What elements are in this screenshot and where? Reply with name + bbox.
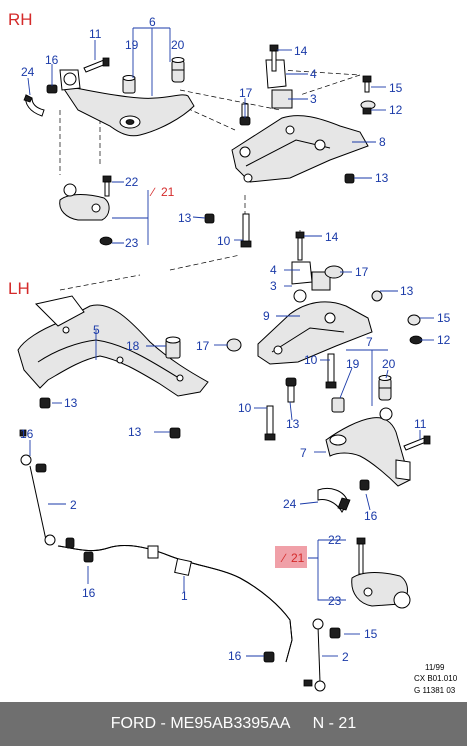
callout: 15 bbox=[364, 627, 378, 641]
rh-bracket-24 bbox=[23, 94, 45, 117]
callout: 17 bbox=[239, 86, 253, 100]
callout: 22 bbox=[125, 175, 139, 189]
stabilizer-link-left bbox=[19, 429, 94, 563]
side-label-lh: LH bbox=[8, 279, 30, 298]
lh-lower-arm bbox=[325, 407, 411, 487]
callout: 15 bbox=[389, 81, 403, 95]
callout: 10 bbox=[238, 401, 252, 415]
callout: 18 bbox=[126, 339, 140, 353]
callout: 14 bbox=[294, 44, 308, 58]
stabilizer-bar bbox=[57, 545, 293, 663]
footer-part-number: ME95AB3395AA bbox=[170, 715, 291, 732]
callout: 21 bbox=[161, 185, 175, 199]
callout: 13 bbox=[400, 284, 414, 298]
callout: 16 bbox=[82, 586, 96, 600]
callout: 19 bbox=[346, 357, 360, 371]
lh-nut-16 bbox=[359, 479, 370, 491]
rh-clamp-bracket bbox=[265, 44, 293, 109]
callout: 3 bbox=[270, 279, 277, 293]
reference-graphic: G 11381 03 bbox=[414, 686, 456, 695]
callout: 11 bbox=[89, 27, 102, 41]
footer-page: N - 21 bbox=[312, 715, 357, 732]
callout: 11 bbox=[414, 417, 427, 431]
stabilizer-link-right bbox=[263, 618, 341, 692]
reference-date: 11/99 bbox=[425, 663, 445, 672]
rh-nut-16 bbox=[46, 84, 58, 94]
callout: 13 bbox=[128, 425, 142, 439]
callout: 16 bbox=[364, 509, 378, 523]
footer-brand: FORD bbox=[110, 715, 157, 732]
callout: 17 bbox=[196, 339, 210, 353]
callout: 15 bbox=[437, 311, 451, 325]
callout: 13 bbox=[178, 211, 192, 225]
callout: 4 bbox=[270, 263, 277, 277]
callout: 16 bbox=[228, 649, 242, 663]
highlight-box bbox=[275, 546, 307, 568]
callout: 3 bbox=[310, 92, 317, 106]
rh-ball-joint bbox=[59, 175, 113, 246]
lh-bolt-11 bbox=[403, 435, 431, 451]
leader-lines bbox=[27, 27, 434, 657]
callout: 14 bbox=[325, 230, 339, 244]
footer-sep-1: - bbox=[156, 715, 171, 732]
callout-21-rh: ∕ bbox=[149, 185, 156, 199]
rh-subframe-mount bbox=[231, 115, 369, 183]
callout: 7 bbox=[366, 335, 373, 349]
callout: 2 bbox=[342, 650, 349, 664]
callout: 13 bbox=[286, 417, 300, 431]
rh-fasteners-15-12 bbox=[360, 75, 376, 115]
lh-clamp-bracket bbox=[291, 231, 344, 291]
callout: 20 bbox=[171, 38, 185, 52]
callout: 19 bbox=[125, 38, 139, 52]
callout: 24 bbox=[21, 65, 35, 79]
suspension-exploded-diagram: RH LH bbox=[8, 10, 458, 695]
callout: 24 bbox=[283, 497, 297, 511]
callout: 1 bbox=[181, 589, 188, 603]
lh-bushing-20 bbox=[378, 375, 392, 401]
callout: 5 bbox=[93, 323, 100, 337]
side-label-rh: RH bbox=[8, 10, 33, 29]
callout: 2 bbox=[70, 498, 77, 512]
footer-bar: FORD - ME95AB3395AA N - 21 bbox=[0, 702, 467, 746]
rh-bushing-19 bbox=[122, 75, 136, 94]
callout: 10 bbox=[217, 234, 231, 248]
footer-sep-2 bbox=[290, 715, 312, 733]
callout: 17 bbox=[355, 265, 369, 279]
callout: 22 bbox=[328, 533, 342, 547]
callout: 12 bbox=[437, 333, 451, 347]
callout: 12 bbox=[389, 103, 403, 117]
callout: 13 bbox=[64, 396, 78, 410]
lh-bushing-19 bbox=[331, 397, 345, 413]
lh-bracket-24 bbox=[317, 488, 351, 513]
lh-bolts-13 bbox=[39, 397, 181, 439]
lh-crossmember bbox=[17, 295, 209, 397]
callout-21-lh: ∕ bbox=[280, 551, 287, 565]
callout: 20 bbox=[382, 357, 396, 371]
reference-code: CX B01.010 bbox=[414, 674, 458, 683]
callout: 8 bbox=[379, 135, 386, 149]
callout: 10 bbox=[304, 353, 318, 367]
callout: 13 bbox=[375, 171, 389, 185]
callout: 23 bbox=[328, 594, 342, 608]
callout: 21 bbox=[291, 551, 305, 565]
callout: 16 bbox=[20, 427, 34, 441]
rh-lower-arm bbox=[59, 69, 195, 137]
lh-mount-18 bbox=[165, 336, 181, 359]
rh-bushing-20 bbox=[171, 57, 185, 83]
callout: 23 bbox=[125, 236, 139, 250]
rh-bolt-11 bbox=[83, 57, 110, 73]
lh-bushing-17 bbox=[226, 290, 423, 352]
callout: 7 bbox=[300, 446, 307, 460]
lh-subframe-mount bbox=[257, 289, 373, 365]
callout: 9 bbox=[263, 309, 270, 323]
callout: 16 bbox=[45, 53, 59, 67]
lh-ball-joint bbox=[351, 537, 411, 609]
callout: 4 bbox=[310, 67, 317, 81]
rh-bolts-13-10 bbox=[204, 173, 355, 248]
callout: 6 bbox=[149, 15, 156, 29]
lh-bolts-10-13 bbox=[264, 353, 337, 441]
